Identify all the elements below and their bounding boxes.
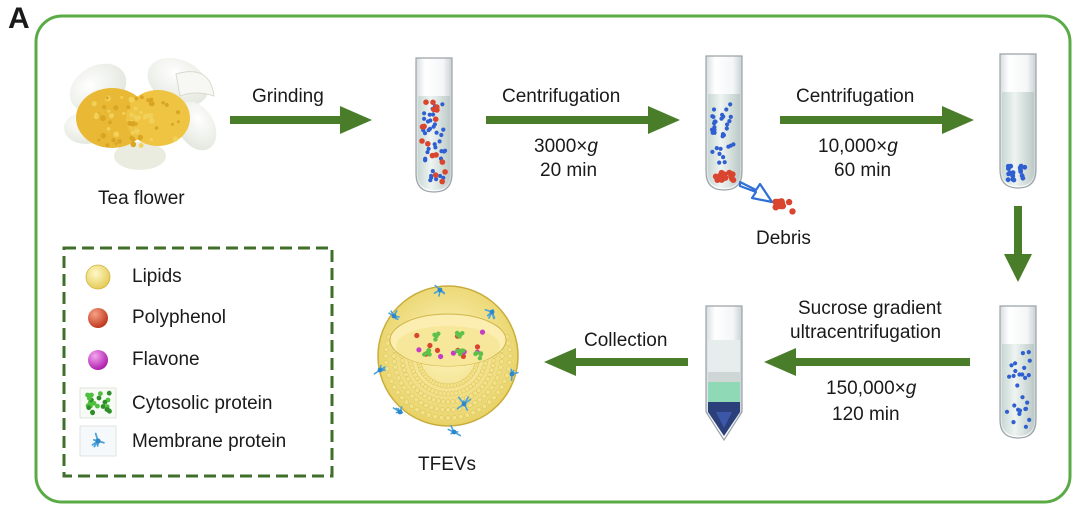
tube-sucrose-gradient: [706, 306, 742, 440]
centrifugation-1-speed: 3000×g: [534, 136, 598, 158]
speed-unit: g: [887, 136, 898, 157]
membrane-protein-icon: [80, 426, 116, 456]
speed-unit: g: [587, 136, 598, 157]
debris-label: Debris: [756, 228, 811, 250]
lipid-sphere-icon: [86, 265, 110, 289]
speed-value: 3000×: [534, 136, 587, 157]
tfevs-label: TFEVs: [418, 454, 476, 476]
arrow-centrifugation-1: [486, 106, 680, 134]
centrifugation-2-time: 60 min: [834, 160, 891, 182]
flavone-sphere-icon: [88, 350, 108, 370]
legend-lipids: Lipids: [132, 266, 182, 288]
arrow-centrifugation-2: [780, 106, 974, 134]
tube-homogenate: [416, 58, 452, 192]
collection-label: Collection: [584, 330, 667, 352]
grinding-label: Grinding: [252, 86, 324, 108]
centrifugation-2-label: Centrifugation: [796, 86, 914, 108]
tea-flower-image: [61, 49, 225, 170]
centrifugation-1-time: 20 min: [540, 160, 597, 182]
panel-label: A: [8, 2, 30, 36]
polyphenol-sphere-icon: [88, 308, 108, 328]
cytosolic-protein-icon: [80, 388, 116, 418]
arrow-grinding: [230, 106, 372, 134]
legend-membrane-protein: Membrane protein: [132, 431, 286, 453]
legend-polyphenol: Polyphenol: [132, 307, 226, 329]
tube-debris-pellet: [706, 56, 742, 190]
speed-value: 150,000×: [826, 378, 906, 399]
speed-value: 10,000×: [818, 136, 887, 157]
tfev-vesicle: [374, 286, 518, 436]
tube-supernatant: [1000, 54, 1036, 188]
arrow-collection: [544, 348, 688, 376]
centrifugation-2-speed: 10,000×g: [818, 136, 898, 158]
centrifugation-1-label: Centrifugation: [502, 86, 620, 108]
debris-cluster: [772, 198, 795, 214]
sucrose-label-line2: ultracentrifugation: [790, 322, 941, 344]
sucrose-time: 120 min: [832, 404, 900, 426]
tea-flower-label: Tea flower: [98, 188, 185, 210]
legend-flavone: Flavone: [132, 349, 200, 371]
legend-cytosolic-protein: Cytosolic protein: [132, 393, 272, 415]
speed-unit: g: [906, 378, 917, 399]
sucrose-label-line1: Sucrose gradient: [798, 298, 942, 320]
arrow-down: [1004, 206, 1032, 282]
tube-resuspended: [1000, 306, 1036, 438]
debris-arrow: [740, 182, 772, 202]
sucrose-speed: 150,000×g: [826, 378, 916, 400]
arrow-sucrose: [764, 348, 970, 376]
